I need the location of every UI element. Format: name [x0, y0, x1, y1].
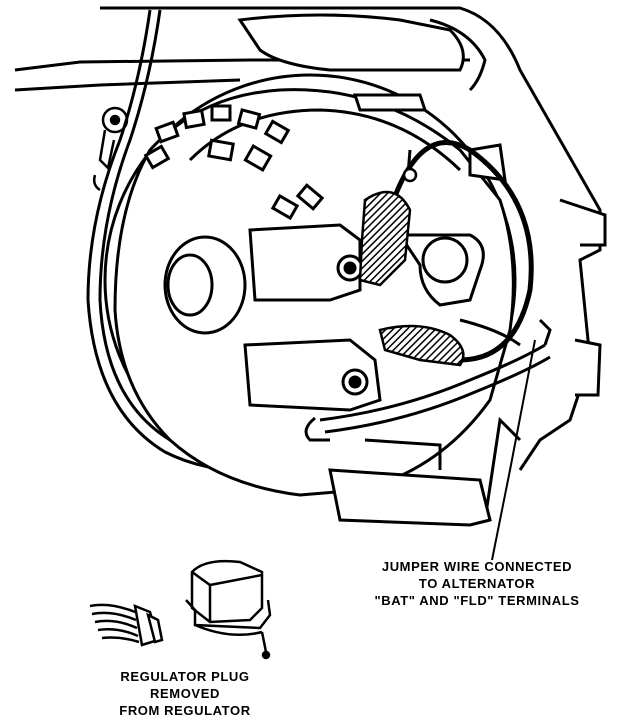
- mounting-bolt: [92, 106, 129, 192]
- cooling-slots: [143, 104, 325, 221]
- jumper-callout-line-3: "BAT" AND "FLD" TERMINALS: [374, 593, 580, 608]
- plug-callout-line-2: REMOVED: [150, 686, 220, 701]
- jumper-callout-line-1: JUMPER WIRE CONNECTED: [381, 559, 573, 574]
- plug-callout-line-3: FROM REGULATOR: [119, 703, 251, 718]
- plug-callout-line-1: REGULATOR PLUG: [120, 669, 250, 684]
- regulator-illustration: [185, 559, 272, 660]
- jumper-wire-callout: JUMPER WIRE CONNECTED TO ALTERNATOR "BAT…: [332, 558, 622, 609]
- pulley-hub: [163, 235, 247, 335]
- jumper-wire: [358, 140, 534, 367]
- jumper-callout-line-2: TO ALTERNATOR: [418, 576, 536, 591]
- regulator-plug-illustration: [89, 603, 164, 647]
- engine-block: [14, 6, 607, 521]
- regulator-plug-callout: REGULATOR PLUG REMOVED FROM REGULATOR: [70, 668, 300, 719]
- jumper-leader-line: [491, 339, 536, 561]
